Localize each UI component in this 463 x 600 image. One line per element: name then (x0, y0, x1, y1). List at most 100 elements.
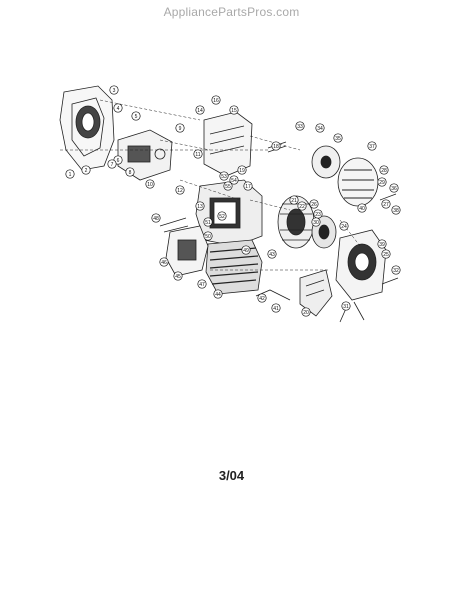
callout-31: 31 (341, 301, 351, 311)
svg-text:18: 18 (273, 144, 279, 150)
callout-49: 49 (241, 245, 251, 255)
svg-text:28: 28 (381, 168, 387, 174)
svg-text:25: 25 (383, 252, 389, 258)
svg-text:36: 36 (391, 186, 397, 192)
callout-28: 28 (379, 165, 389, 175)
callout-9: 9 (175, 123, 185, 133)
svg-text:19: 19 (239, 168, 245, 174)
callout-53: 53 (219, 171, 229, 181)
callout-1: 1 (65, 169, 75, 179)
svg-text:40: 40 (359, 206, 365, 212)
svg-text:48: 48 (153, 216, 159, 222)
callout-50: 50 (203, 231, 213, 241)
svg-text:16: 16 (213, 98, 219, 104)
svg-text:1: 1 (69, 172, 72, 178)
callout-18: 18 (271, 141, 281, 151)
callout-11: 11 (193, 149, 203, 159)
housing-left-part (59, 85, 115, 171)
starter-pulley-part (311, 145, 341, 179)
callout-37: 37 (367, 141, 377, 151)
callout-16: 16 (211, 95, 221, 105)
callout-54: 54 (229, 175, 239, 185)
callout-19: 19 (237, 165, 247, 175)
svg-text:3: 3 (113, 88, 116, 94)
svg-text:10: 10 (147, 182, 153, 188)
svg-text:8: 8 (129, 170, 132, 176)
svg-text:6: 6 (117, 158, 120, 164)
callout-43: 43 (267, 249, 277, 259)
callout-12: 12 (175, 185, 185, 195)
svg-text:17: 17 (245, 184, 251, 190)
svg-text:5: 5 (135, 114, 138, 120)
callout-22: 22 (297, 201, 307, 211)
svg-text:7: 7 (111, 162, 114, 168)
callout-44: 44 (213, 289, 223, 299)
callout-24: 24 (339, 221, 349, 231)
svg-text:47: 47 (199, 282, 205, 288)
callout-15: 15 (229, 105, 239, 115)
callout-34: 34 (315, 123, 325, 133)
svg-text:35: 35 (335, 136, 341, 142)
callout-47: 47 (197, 279, 207, 289)
callout-17: 17 (243, 181, 253, 191)
carburetor-part (117, 129, 173, 181)
shroud-bracket-part (299, 269, 333, 317)
callout-27: 27 (381, 199, 391, 209)
callout-26: 26 (309, 199, 319, 209)
svg-text:9: 9 (179, 126, 182, 132)
page-code: 3/04 (218, 468, 245, 483)
callout-38: 38 (391, 205, 401, 215)
svg-text:45: 45 (175, 274, 181, 280)
callout-13: 13 (195, 201, 205, 211)
callout-30: 30 (311, 217, 321, 227)
callout-52: 52 (217, 211, 227, 221)
callout-48: 48 (151, 213, 161, 223)
svg-text:52: 52 (219, 214, 225, 220)
svg-text:22: 22 (299, 204, 305, 210)
svg-text:14: 14 (197, 108, 203, 114)
callout-46: 46 (159, 257, 169, 267)
svg-text:43: 43 (269, 252, 275, 258)
svg-text:46: 46 (161, 260, 167, 266)
callout-3: 3 (109, 85, 119, 95)
svg-text:44: 44 (215, 292, 221, 298)
callout-32: 32 (391, 265, 401, 275)
svg-text:26: 26 (311, 202, 317, 208)
svg-text:34: 34 (317, 126, 323, 132)
callout-29: 29 (377, 177, 387, 187)
svg-text:50: 50 (205, 234, 211, 240)
svg-text:31: 31 (343, 304, 349, 310)
svg-text:42: 42 (259, 296, 265, 302)
recoil-cover-part (337, 157, 379, 207)
svg-text:12: 12 (177, 188, 183, 194)
cylinder-part (205, 239, 263, 295)
svg-text:13: 13 (197, 204, 203, 210)
watermark: AppliancePartsPros.com (163, 5, 300, 19)
callout-35: 35 (333, 133, 343, 143)
svg-text:32: 32 (393, 268, 399, 274)
svg-text:4: 4 (117, 106, 120, 112)
air-filter-cover-part (203, 111, 253, 177)
svg-text:49: 49 (243, 248, 249, 254)
callout-21: 21 (289, 195, 299, 205)
svg-text:23: 23 (315, 212, 321, 218)
svg-text:55: 55 (225, 184, 231, 190)
callout-55: 55 (223, 181, 233, 191)
svg-text:38: 38 (393, 208, 399, 214)
callout-5: 5 (131, 111, 141, 121)
callout-36: 36 (389, 183, 399, 193)
callout-41: 41 (271, 303, 281, 313)
svg-text:15: 15 (231, 108, 237, 114)
callout-25: 25 (381, 249, 391, 259)
callout-51: 51 (203, 217, 213, 227)
svg-text:27: 27 (383, 202, 389, 208)
callout-10: 10 (145, 179, 155, 189)
callout-20: 20 (301, 307, 311, 317)
callout-7: 7 (107, 159, 117, 169)
callout-40: 40 (357, 203, 367, 213)
callout-33: 33 (295, 121, 305, 131)
svg-text:53: 53 (221, 174, 227, 180)
callout-45: 45 (173, 271, 183, 281)
